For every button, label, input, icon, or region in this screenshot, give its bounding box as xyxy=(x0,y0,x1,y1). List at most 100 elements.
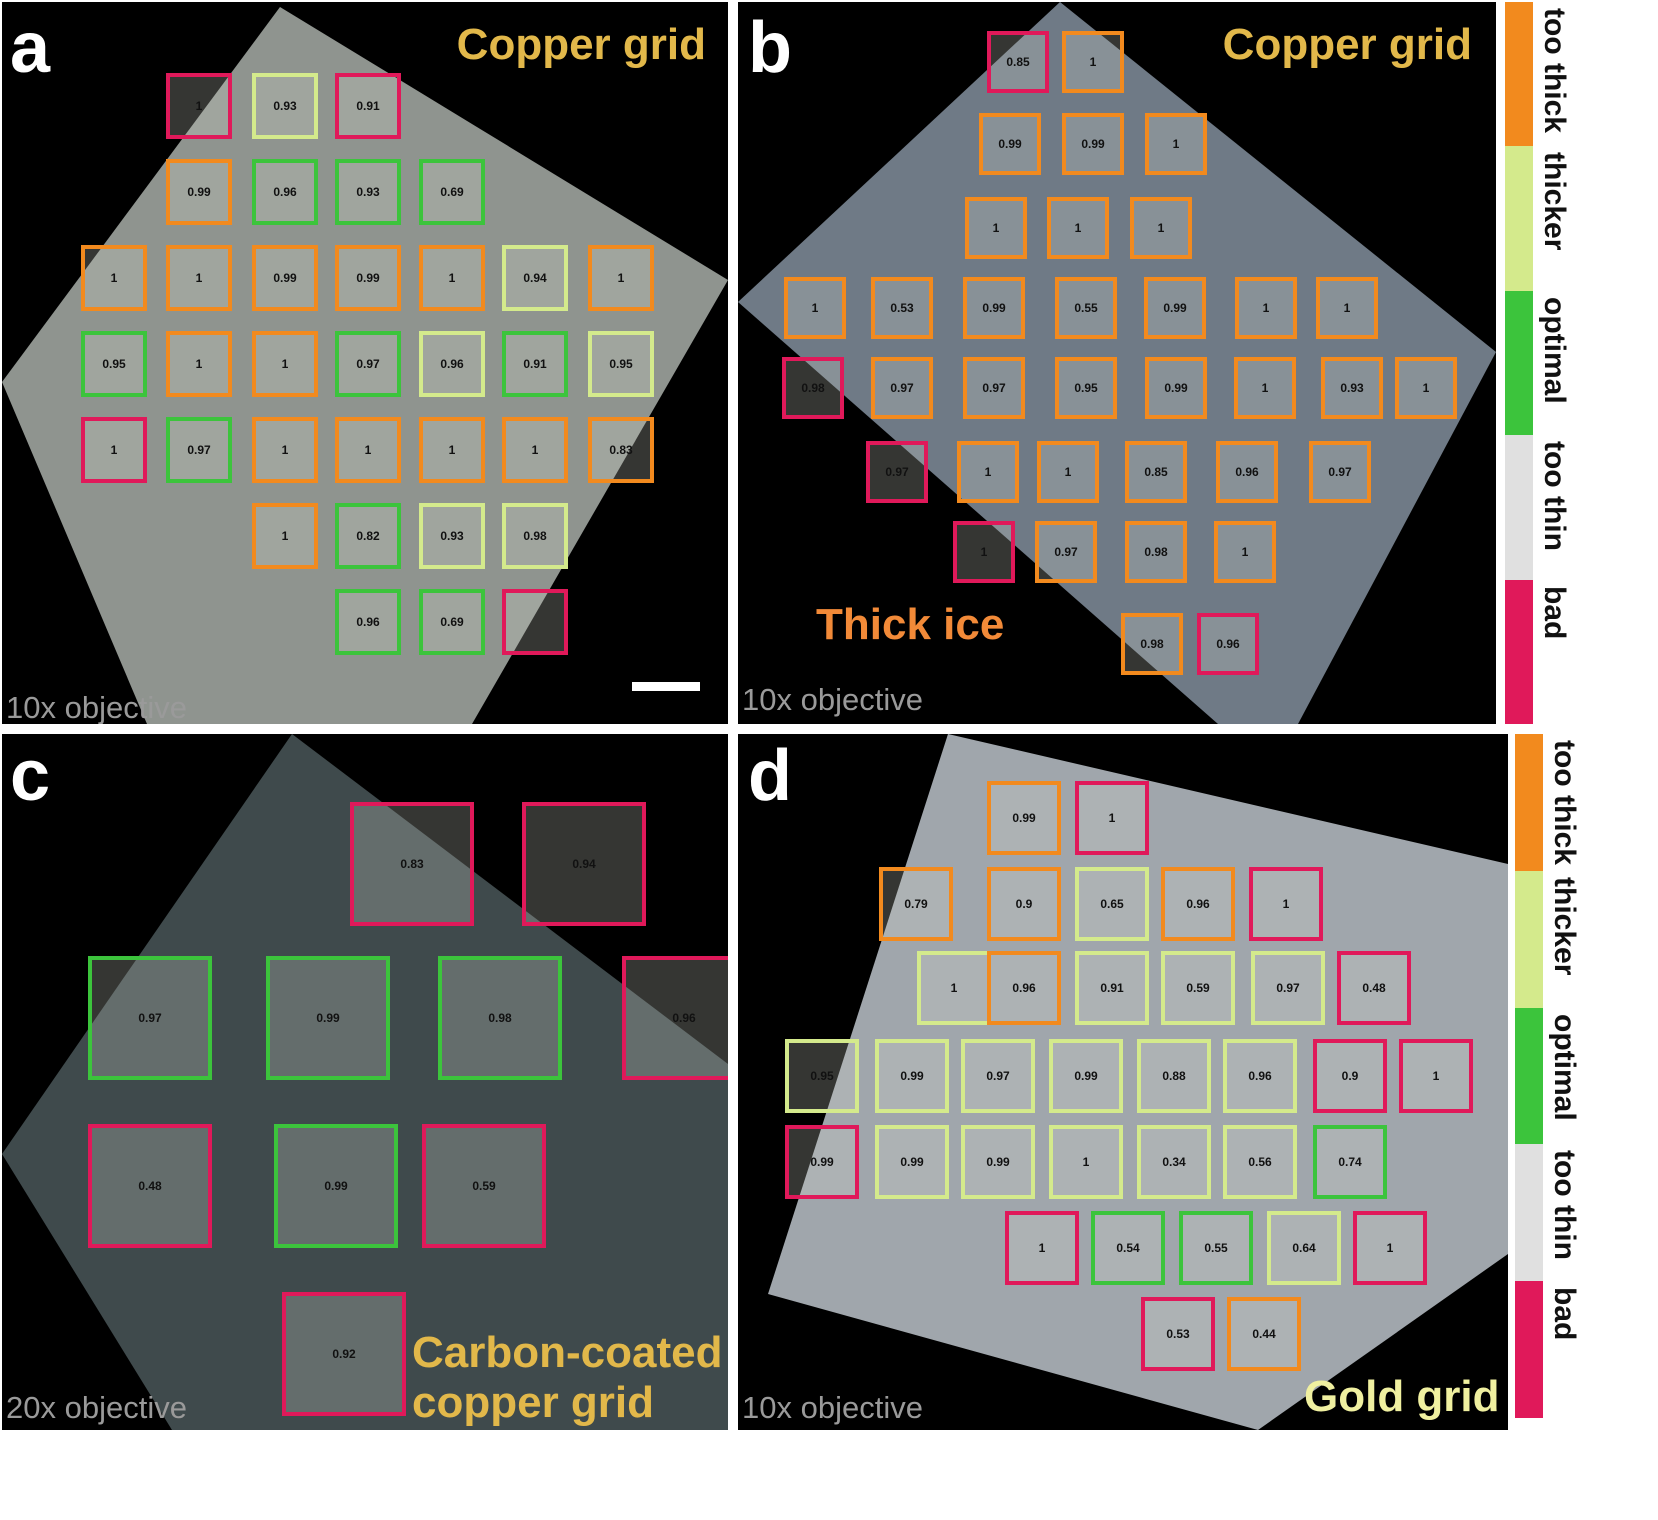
square-score: 0.91 xyxy=(523,357,547,371)
square-score: 1 xyxy=(195,99,203,113)
grid-square-box xyxy=(419,417,485,483)
grid-square-box xyxy=(987,31,1049,93)
grid-square-box xyxy=(987,867,1061,941)
grid-square-box xyxy=(1145,357,1207,419)
grid-square-box xyxy=(957,441,1019,503)
legend-label: too thick xyxy=(1538,8,1571,133)
grid-square-box xyxy=(1249,867,1323,941)
grid-square-box xyxy=(875,1039,949,1113)
legend-label: bad xyxy=(1548,1287,1581,1341)
panel-title: Copper grid xyxy=(1222,20,1472,69)
objective-label: 10x objective xyxy=(6,690,187,724)
legend-label: too thin xyxy=(1548,1150,1581,1261)
square-score: 0.99 xyxy=(187,185,211,199)
square-score: 0.34 xyxy=(1162,1155,1186,1169)
square-score: 0.99 xyxy=(900,1069,924,1083)
grid-square-box xyxy=(502,503,568,569)
square-score: 1 xyxy=(1261,381,1269,395)
square-score: 0.44 xyxy=(1252,1327,1276,1341)
square-score: 0.99 xyxy=(900,1155,924,1169)
grid-square-box xyxy=(502,589,568,655)
grid-square-box xyxy=(953,521,1015,583)
grid-square-box xyxy=(961,1125,1035,1199)
grid-square-box xyxy=(282,1292,406,1416)
square-score: 0.97 xyxy=(885,465,909,479)
grid-square-box xyxy=(1227,1297,1301,1371)
grid-square-box xyxy=(1125,521,1187,583)
grid-square-box xyxy=(88,956,212,1080)
panel-title-line2: copper grid xyxy=(412,1378,655,1427)
square-score: 0.98 xyxy=(801,381,825,395)
square-score: 1 xyxy=(1282,897,1290,911)
legend-swatch-too-thick xyxy=(1505,2,1533,147)
objective-label: 20x objective xyxy=(6,1390,187,1425)
square-score: 0.96 xyxy=(356,615,380,629)
legend-swatch-too-thick xyxy=(1515,734,1543,871)
square-score: 0.83 xyxy=(609,443,633,457)
square-score: 0.99 xyxy=(1163,301,1187,315)
panel-letter: c xyxy=(10,736,51,816)
grid-square-box xyxy=(1395,357,1457,419)
grid-square-box xyxy=(1316,277,1378,339)
grid-square-box xyxy=(1049,1125,1123,1199)
square-score: 1 xyxy=(110,271,118,285)
square-score: 1 xyxy=(811,301,819,315)
legend-swatch-optimal xyxy=(1515,1007,1543,1145)
square-score: 0.55 xyxy=(1074,301,1098,315)
square-score: 0.91 xyxy=(356,99,380,113)
grid-square-box xyxy=(1049,1039,1123,1113)
grid-square-box xyxy=(1267,1211,1341,1285)
grid-square-box xyxy=(1137,1039,1211,1113)
square-score: 0.96 xyxy=(1248,1069,1272,1083)
square-score: 0.88 xyxy=(1162,1069,1186,1083)
square-score: 0.99 xyxy=(986,1155,1010,1169)
square-score: 0.93 xyxy=(440,529,464,543)
square-score: 0.96 xyxy=(1235,465,1259,479)
square-score: 0.59 xyxy=(472,1179,496,1193)
square-score: 0.79 xyxy=(904,897,928,911)
square-score: 0.98 xyxy=(1140,637,1164,651)
square-score: 0.91 xyxy=(1100,981,1124,995)
square-score: 0.99 xyxy=(356,271,380,285)
square-score: 0.97 xyxy=(1276,981,1300,995)
square-score: 0.99 xyxy=(982,301,1006,315)
square-score: 0.99 xyxy=(316,1011,340,1025)
square-score: 0.55 xyxy=(1204,1241,1228,1255)
square-score: 1 xyxy=(980,545,988,559)
square-score: 0.93 xyxy=(1340,381,1364,395)
square-score: 1 xyxy=(984,465,992,479)
square-score: 0.95 xyxy=(1074,381,1098,395)
grid-image-a xyxy=(2,7,728,724)
grid-square-box xyxy=(81,417,147,483)
grid-square-box xyxy=(166,159,232,225)
legend-swatch-thicker xyxy=(1515,870,1543,1008)
grid-square-box xyxy=(502,245,568,311)
square-score: 1 xyxy=(1241,545,1249,559)
grid-square-box xyxy=(335,503,401,569)
grid-square-box xyxy=(785,1039,859,1113)
square-score: 0.93 xyxy=(273,99,297,113)
square-score: 0.97 xyxy=(982,381,1006,395)
grid-square-box xyxy=(438,956,562,1080)
square-score: 1 xyxy=(950,981,958,995)
square-score: 0.92 xyxy=(332,1347,356,1361)
square-score: 1 xyxy=(364,443,372,457)
legend-label: too thick xyxy=(1548,740,1581,865)
square-score: 0.97 xyxy=(138,1011,162,1025)
square-score: 0.65 xyxy=(1100,897,1124,911)
square-score: 1 xyxy=(1432,1069,1440,1083)
grid-square-box xyxy=(1223,1039,1297,1113)
grid-square-box xyxy=(166,245,232,311)
grid-square-box xyxy=(1075,951,1149,1025)
square-score: 0.96 xyxy=(1216,637,1240,651)
grid-square-box xyxy=(1047,197,1109,259)
grid-square-box xyxy=(875,1125,949,1199)
objective-label: 10x objective xyxy=(742,682,923,717)
square-score: 1 xyxy=(195,357,203,371)
grid-square-box xyxy=(502,417,568,483)
legend-label: optimal xyxy=(1538,296,1571,404)
grid-square-box xyxy=(166,417,232,483)
grid-square-box xyxy=(274,1124,398,1248)
grid-square-box xyxy=(1214,521,1276,583)
